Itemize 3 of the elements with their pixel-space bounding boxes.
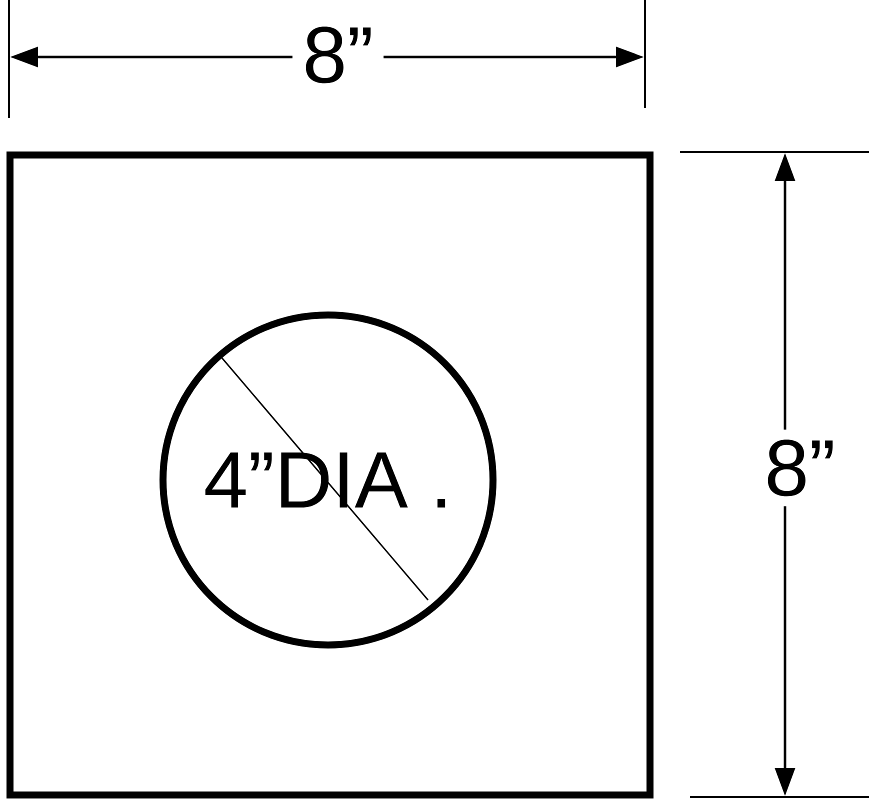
plate-outline <box>6 151 654 798</box>
dimension-label: 8” <box>754 430 846 506</box>
dimension-label: 8” <box>292 16 384 94</box>
